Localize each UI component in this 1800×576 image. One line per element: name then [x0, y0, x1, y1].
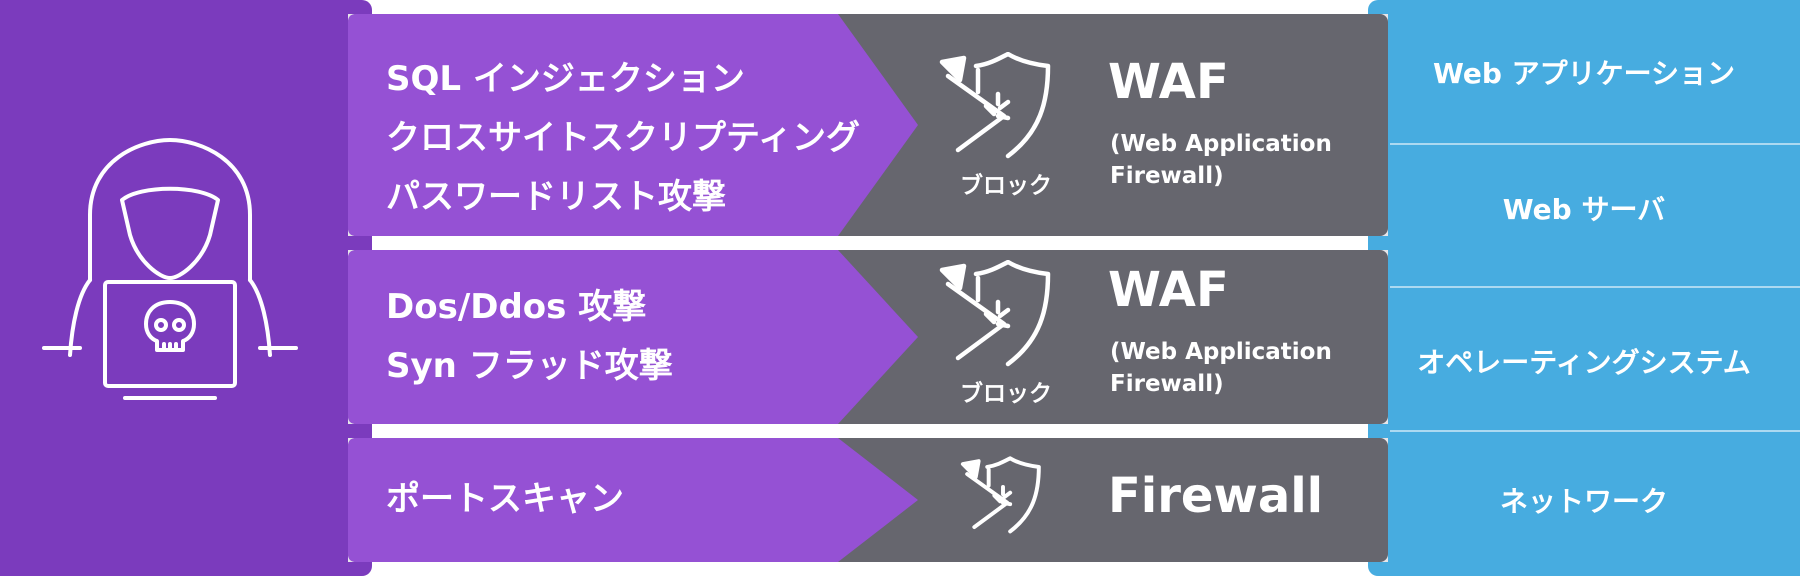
attack-item: SQL インジェクション: [386, 59, 745, 99]
defense-row-firewall: ポートスキャン Firewall: [348, 438, 1388, 562]
hacker-icon: [42, 138, 298, 400]
layer-divider: [1390, 143, 1800, 145]
layer-web-server: Web サーバ: [1502, 193, 1666, 226]
attack-arrow: [348, 250, 918, 424]
shield-block-icon: [939, 260, 1051, 367]
defense-subtitle-line: Firewall): [1110, 371, 1224, 397]
attack-item: クロスサイトスクリプティング: [386, 118, 860, 158]
layer-web-application: Web アプリケーション: [1432, 57, 1736, 90]
layer-divider: [1390, 286, 1800, 288]
layer-divider: [1390, 430, 1800, 432]
layer-network: ネットワーク: [1499, 485, 1668, 518]
defense-subtitle-line: (Web Application: [1110, 339, 1332, 365]
attack-item: ポートスキャン: [386, 479, 624, 519]
block-label: ブロック: [960, 173, 1052, 199]
defense-row-waf-2: Dos/Ddos 攻撃 Syn フラッド攻撃 ブロック WAF (Web App…: [348, 250, 1388, 424]
attack-list: SQL インジェクション クロスサイトスクリプティング パスワードリスト攻撃: [386, 50, 860, 227]
attack-item: パスワードリスト攻撃: [386, 177, 726, 217]
defense-title: WAF: [1108, 262, 1229, 318]
defense-subtitle-line: Firewall): [1110, 163, 1224, 189]
defense-subtitle-line: (Web Application: [1110, 131, 1332, 157]
attack-item: Dos/Ddos 攻撃: [386, 287, 647, 327]
attack-arrow: [348, 14, 918, 236]
attack-list: ポートスキャン: [386, 470, 624, 529]
defense-subtitle: (Web Application Firewall): [1110, 128, 1332, 192]
block-label: ブロック: [960, 381, 1052, 407]
shield-block-icon: [960, 456, 1041, 534]
defense-subtitle: (Web Application Firewall): [1110, 336, 1332, 400]
layer-operating-system: オペレーティングシステム: [1417, 346, 1751, 379]
defense-row-waf-1: SQL インジェクション クロスサイトスクリプティング パスワードリスト攻撃 ブ…: [348, 14, 1388, 236]
defense-title: WAF: [1108, 54, 1229, 110]
defense-title: Firewall: [1108, 468, 1324, 524]
attack-list: Dos/Ddos 攻撃 Syn フラッド攻撃: [386, 278, 673, 396]
attack-arrow: [348, 438, 918, 562]
shield-block-icon: [939, 52, 1051, 159]
protection-layers-panel: Web アプリケーション Web サーバ オペレーティングシステム ネットワーク: [1368, 0, 1800, 576]
attack-item: Syn フラッド攻撃: [386, 346, 673, 386]
attacker-panel: [0, 0, 372, 576]
